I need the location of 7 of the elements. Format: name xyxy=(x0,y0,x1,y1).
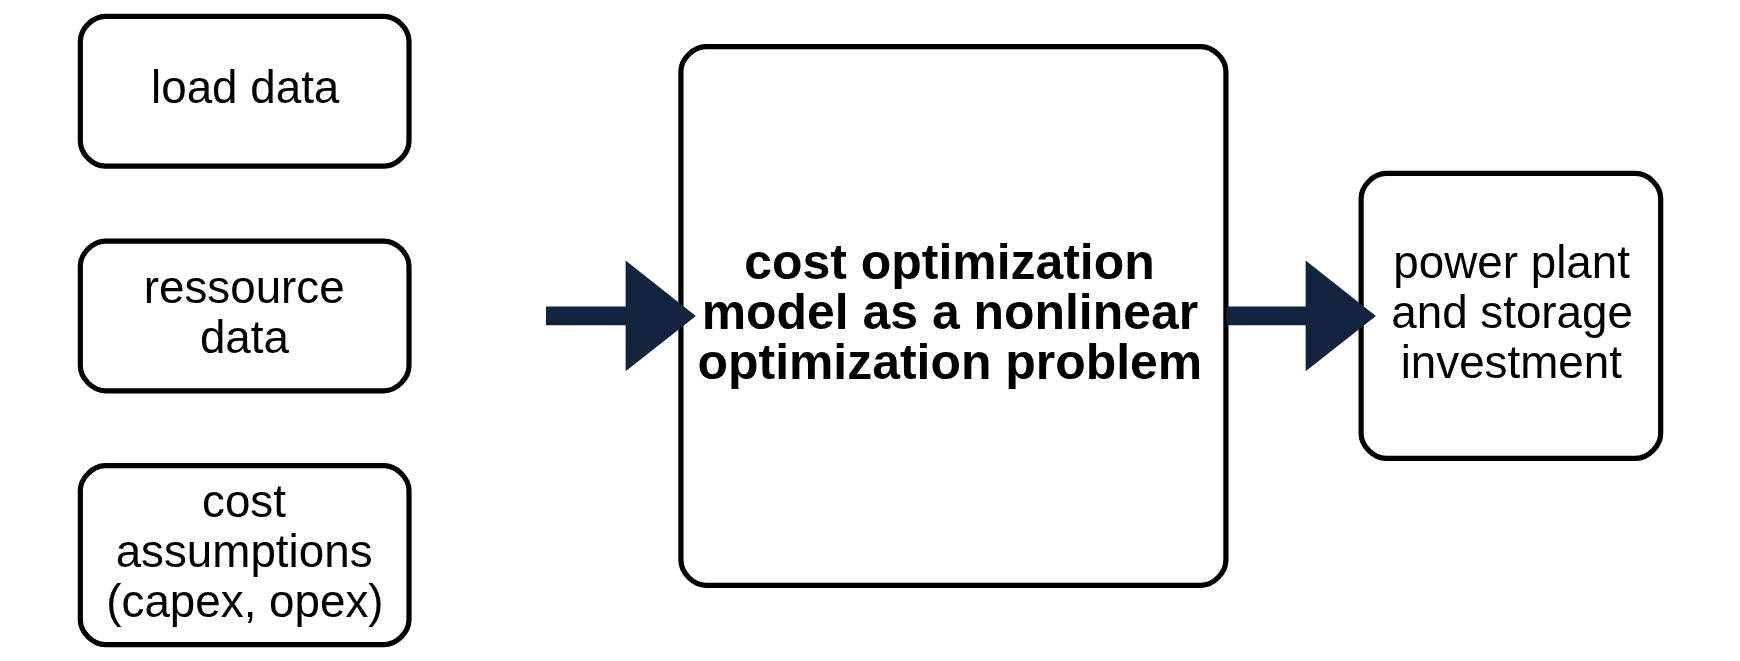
arrow xyxy=(1226,260,1376,372)
node-box: power plant and storage investment xyxy=(1358,170,1663,462)
node-box: cost assumptions (capex, opex) xyxy=(77,463,412,648)
node-box: cost optimization model as a nonlinear optimization problem xyxy=(677,43,1228,588)
arrow xyxy=(545,260,696,372)
node-box: ressource data xyxy=(77,238,412,394)
node-box: load data xyxy=(77,13,412,169)
